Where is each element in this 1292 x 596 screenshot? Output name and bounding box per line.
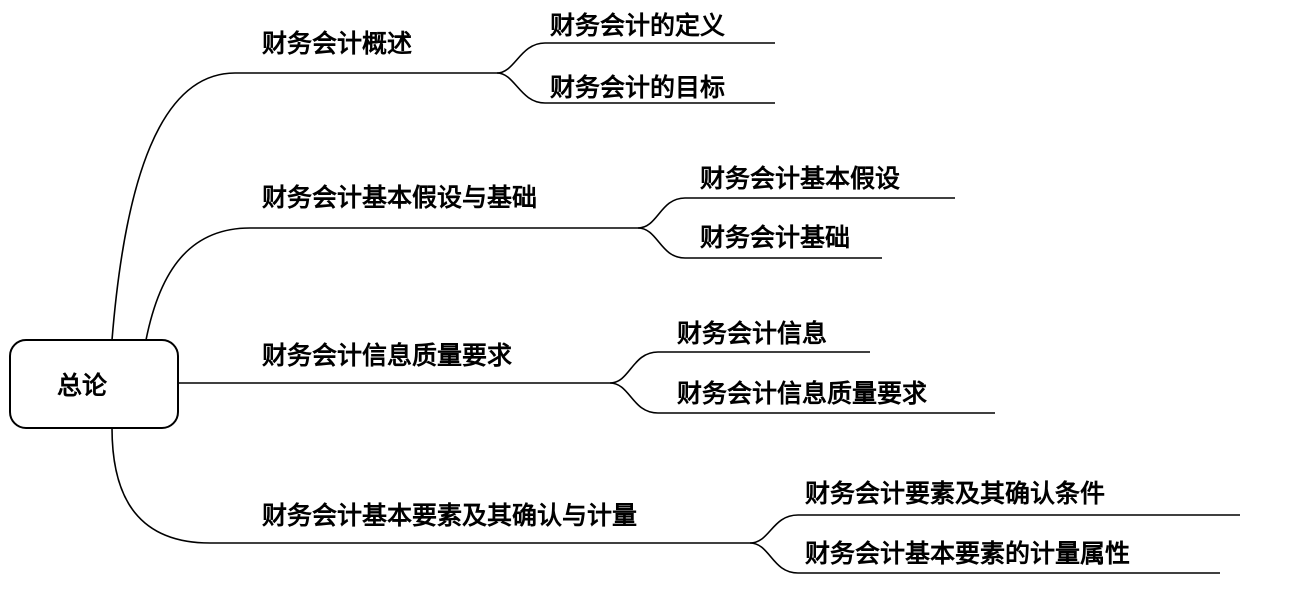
branch-3-sub-2-label: 财务会计信息质量要求: [677, 379, 927, 408]
branch-2-sub-2-connector: [637, 227, 882, 259]
branch-4-connector: [111, 427, 750, 544]
branch-1[interactable]: 财务会计概述 财务会计的定义 财务会计的目标: [111, 11, 775, 341]
branch-4[interactable]: 财务会计基本要素及其确认与计量 财务会计要素及其确认条件 财务会计基本要素的计量…: [111, 427, 1240, 574]
branch-2-sub-1-label: 财务会计基本假设: [700, 164, 900, 193]
branch-3-sub-1-label: 财务会计信息: [677, 319, 827, 348]
branch-4-sub-2-label: 财务会计基本要素的计量属性: [805, 539, 1130, 568]
branch-4-sub-2-connector: [749, 542, 1220, 574]
branch-1-sub-2-label: 财务会计的目标: [550, 73, 725, 102]
branch-2-sub-1-connector: [637, 197, 955, 229]
branch-2-connector: [145, 227, 638, 341]
branch-1-sub-1-connector: [496, 42, 775, 74]
branch-2[interactable]: 财务会计基本假设与基础 财务会计基本假设 财务会计基础: [145, 164, 955, 341]
branch-4-sub-1-label: 财务会计要素及其确认条件: [805, 479, 1105, 508]
branch-1-sub-1-label: 财务会计的定义: [550, 11, 725, 40]
branch-4-label: 财务会计基本要素及其确认与计量: [262, 501, 637, 530]
branch-3-sub-1-connector: [609, 351, 870, 384]
root-node[interactable]: 总论: [9, 339, 179, 429]
branch-3-sub-2-connector: [609, 382, 995, 414]
branch-1-sub-2-connector: [496, 72, 775, 104]
branch-2-label: 财务会计基本假设与基础: [262, 183, 537, 212]
root-label: 总论: [57, 371, 108, 400]
branch-2-sub-2-label: 财务会计基础: [700, 223, 850, 252]
branch-3-label: 财务会计信息质量要求: [262, 341, 512, 370]
branch-4-sub-1-connector: [749, 514, 1240, 544]
branch-3[interactable]: 财务会计信息质量要求 财务会计信息 财务会计信息质量要求: [178, 319, 995, 414]
branch-1-label: 财务会计概述: [262, 29, 412, 58]
branch-1-connector: [111, 72, 497, 341]
